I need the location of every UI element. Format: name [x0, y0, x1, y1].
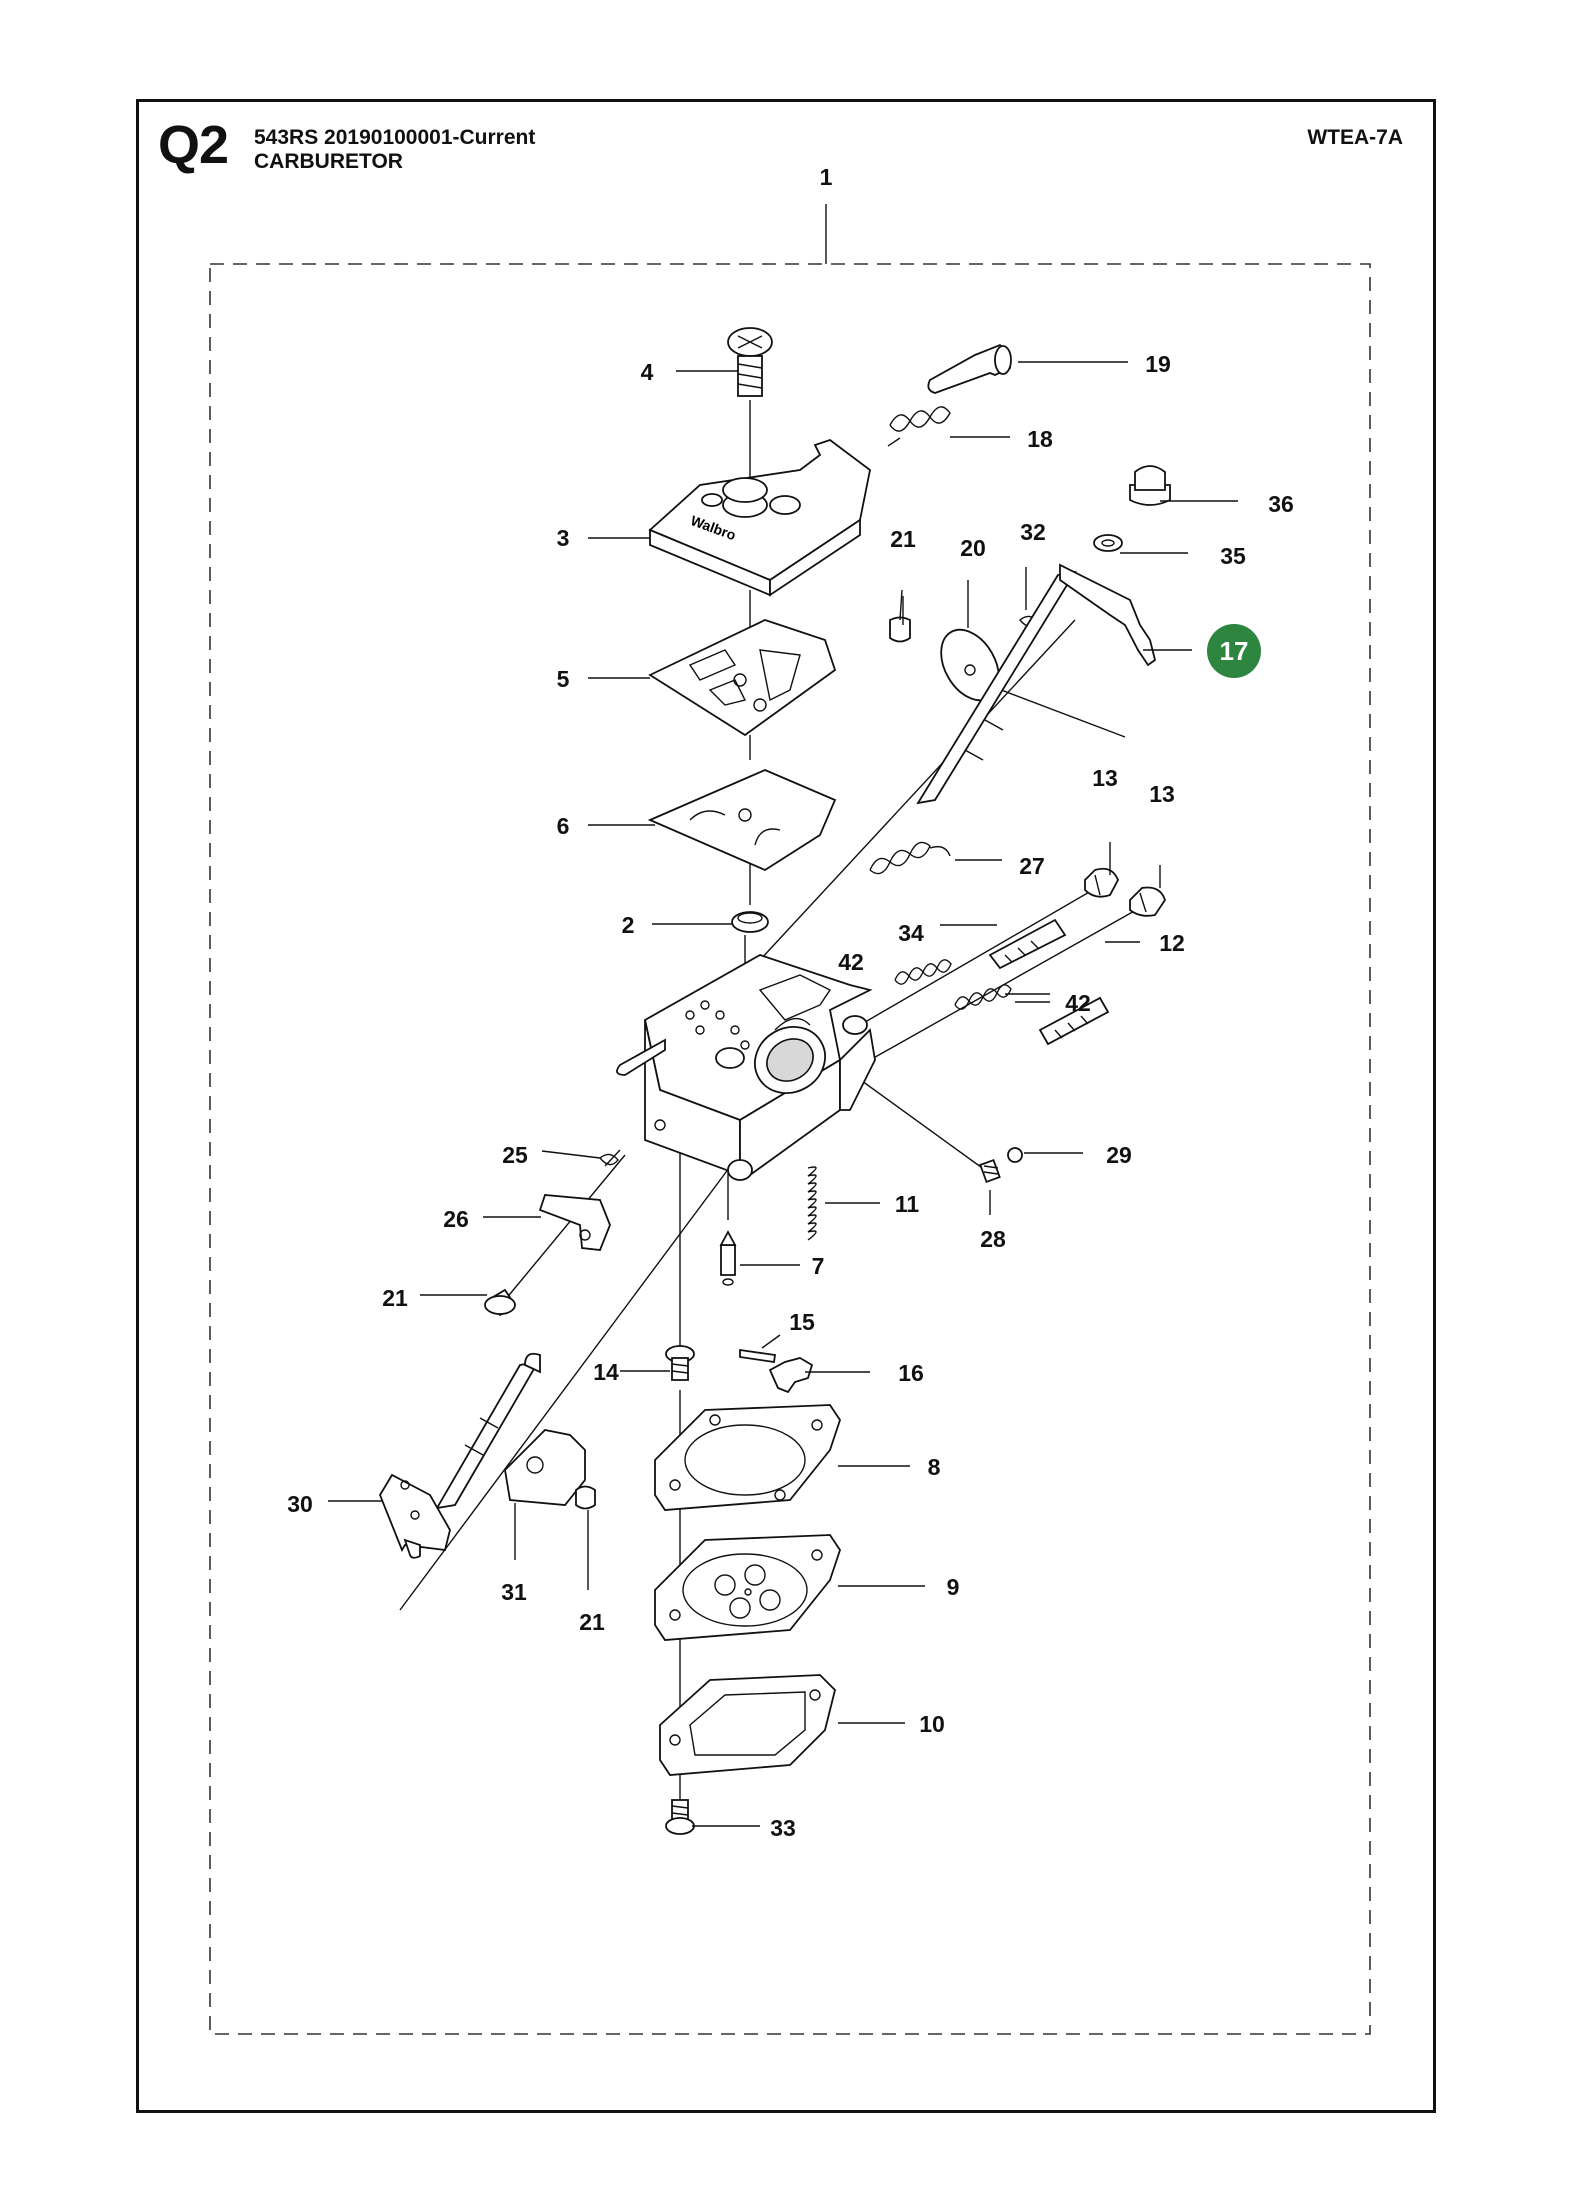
- label-32: 32: [1020, 519, 1046, 545]
- label-5: 5: [557, 666, 570, 692]
- label-18: 18: [1027, 426, 1053, 452]
- part-15-pin: [739, 1348, 777, 1364]
- label-7: 7: [812, 1253, 825, 1279]
- label-9: 9: [947, 1574, 960, 1600]
- part-7-inlet-needle: [719, 1230, 737, 1286]
- label-17: 17: [1220, 636, 1249, 666]
- part-21-screw-left: [484, 1288, 517, 1317]
- callout-leaders: [328, 361, 1238, 1827]
- label-42b: 42: [1065, 990, 1091, 1016]
- part-3-cover: Walbro: [648, 438, 871, 597]
- diagram-title: CARBURETOR: [254, 150, 403, 173]
- part-28-screen: [979, 1158, 1001, 1184]
- part-31-choke-valve: [504, 1429, 586, 1506]
- part-19-pin: [927, 343, 1012, 394]
- part-27-spring: [869, 841, 951, 875]
- label-30: 30: [287, 1491, 313, 1517]
- part-11-spring: [807, 1166, 817, 1241]
- part-34-needle-screw: [988, 918, 1067, 970]
- label-3: 3: [557, 525, 570, 551]
- part-35-washer: [1093, 534, 1123, 552]
- label-15: 15: [789, 1309, 815, 1335]
- label-4: 4: [641, 359, 654, 385]
- label-12: 12: [1159, 930, 1185, 956]
- part-33-screw: [665, 1799, 695, 1835]
- part-12-needle-screw: [1038, 996, 1110, 1046]
- label-13a: 13: [1092, 765, 1118, 791]
- label-35: 35: [1220, 543, 1246, 569]
- part-4-screw: [727, 327, 773, 397]
- label-29: 29: [1106, 1142, 1132, 1168]
- part-17-throttle-shaft: [916, 563, 1157, 805]
- part-2-lever: [731, 911, 769, 933]
- part-30-choke-shaft: [378, 1352, 541, 1559]
- section-code: Q2: [158, 115, 229, 175]
- part-36-cap: [1129, 465, 1171, 506]
- label-16: 16: [898, 1360, 924, 1386]
- callout-labels: 1 2 3 4 5 6 7 8 9 10 11 12 13 13 14 15 1…: [287, 164, 1294, 1841]
- part-6-diaphragm: [647, 769, 837, 872]
- part-13-cap-right: [1129, 886, 1166, 917]
- part-9-diaphragm: [654, 1534, 841, 1641]
- diagram-code: WTEA-7A: [1307, 126, 1403, 149]
- assembly-boundary: [209, 263, 1371, 2035]
- part-29-ball: [1007, 1147, 1023, 1163]
- part-42-spring-upper: [894, 959, 952, 985]
- label-20: 20: [960, 535, 986, 561]
- label-21c: 21: [579, 1609, 605, 1635]
- label-42a: 42: [838, 949, 864, 975]
- part-18-spring: [887, 406, 951, 447]
- part-26-lever: [538, 1194, 611, 1251]
- carburetor-body: [616, 954, 876, 1181]
- label-13b: 13: [1149, 781, 1175, 807]
- label-31: 31: [501, 1579, 527, 1605]
- label-6: 6: [557, 813, 570, 839]
- part-21-screw-lower: [575, 1485, 596, 1510]
- part-14-screw: [665, 1345, 695, 1381]
- highlight-17-badge: [1207, 624, 1261, 678]
- part-13-cap-left: [1084, 867, 1119, 898]
- label-11: 11: [895, 1191, 920, 1217]
- part-8-gasket: [654, 1404, 841, 1511]
- part-5-gasket: [648, 619, 837, 737]
- label-21b: 21: [382, 1285, 408, 1311]
- model-line: 543RS 20190100001-Current: [254, 126, 536, 149]
- label-10: 10: [919, 1711, 945, 1737]
- part-21-screw-upper: [889, 589, 911, 643]
- page-frame: [136, 99, 1436, 2113]
- part-25-clip: [599, 1149, 621, 1167]
- label-36: 36: [1268, 491, 1294, 517]
- part-42-spring-lower: [954, 984, 1012, 1010]
- label-14: 14: [593, 1359, 619, 1385]
- label-34: 34: [898, 920, 924, 946]
- label-21a: 21: [890, 526, 916, 552]
- part-10-cover-gasket: [659, 1674, 836, 1776]
- part-16-lever: [768, 1357, 814, 1394]
- label-2: 2: [622, 912, 635, 938]
- label-19: 19: [1145, 351, 1171, 377]
- label-25: 25: [502, 1142, 528, 1168]
- label-27: 27: [1019, 853, 1045, 879]
- label-26: 26: [443, 1206, 469, 1232]
- label-8: 8: [928, 1454, 941, 1480]
- label-33: 33: [770, 1815, 796, 1841]
- label-1: 1: [820, 164, 833, 190]
- label-28: 28: [980, 1226, 1006, 1252]
